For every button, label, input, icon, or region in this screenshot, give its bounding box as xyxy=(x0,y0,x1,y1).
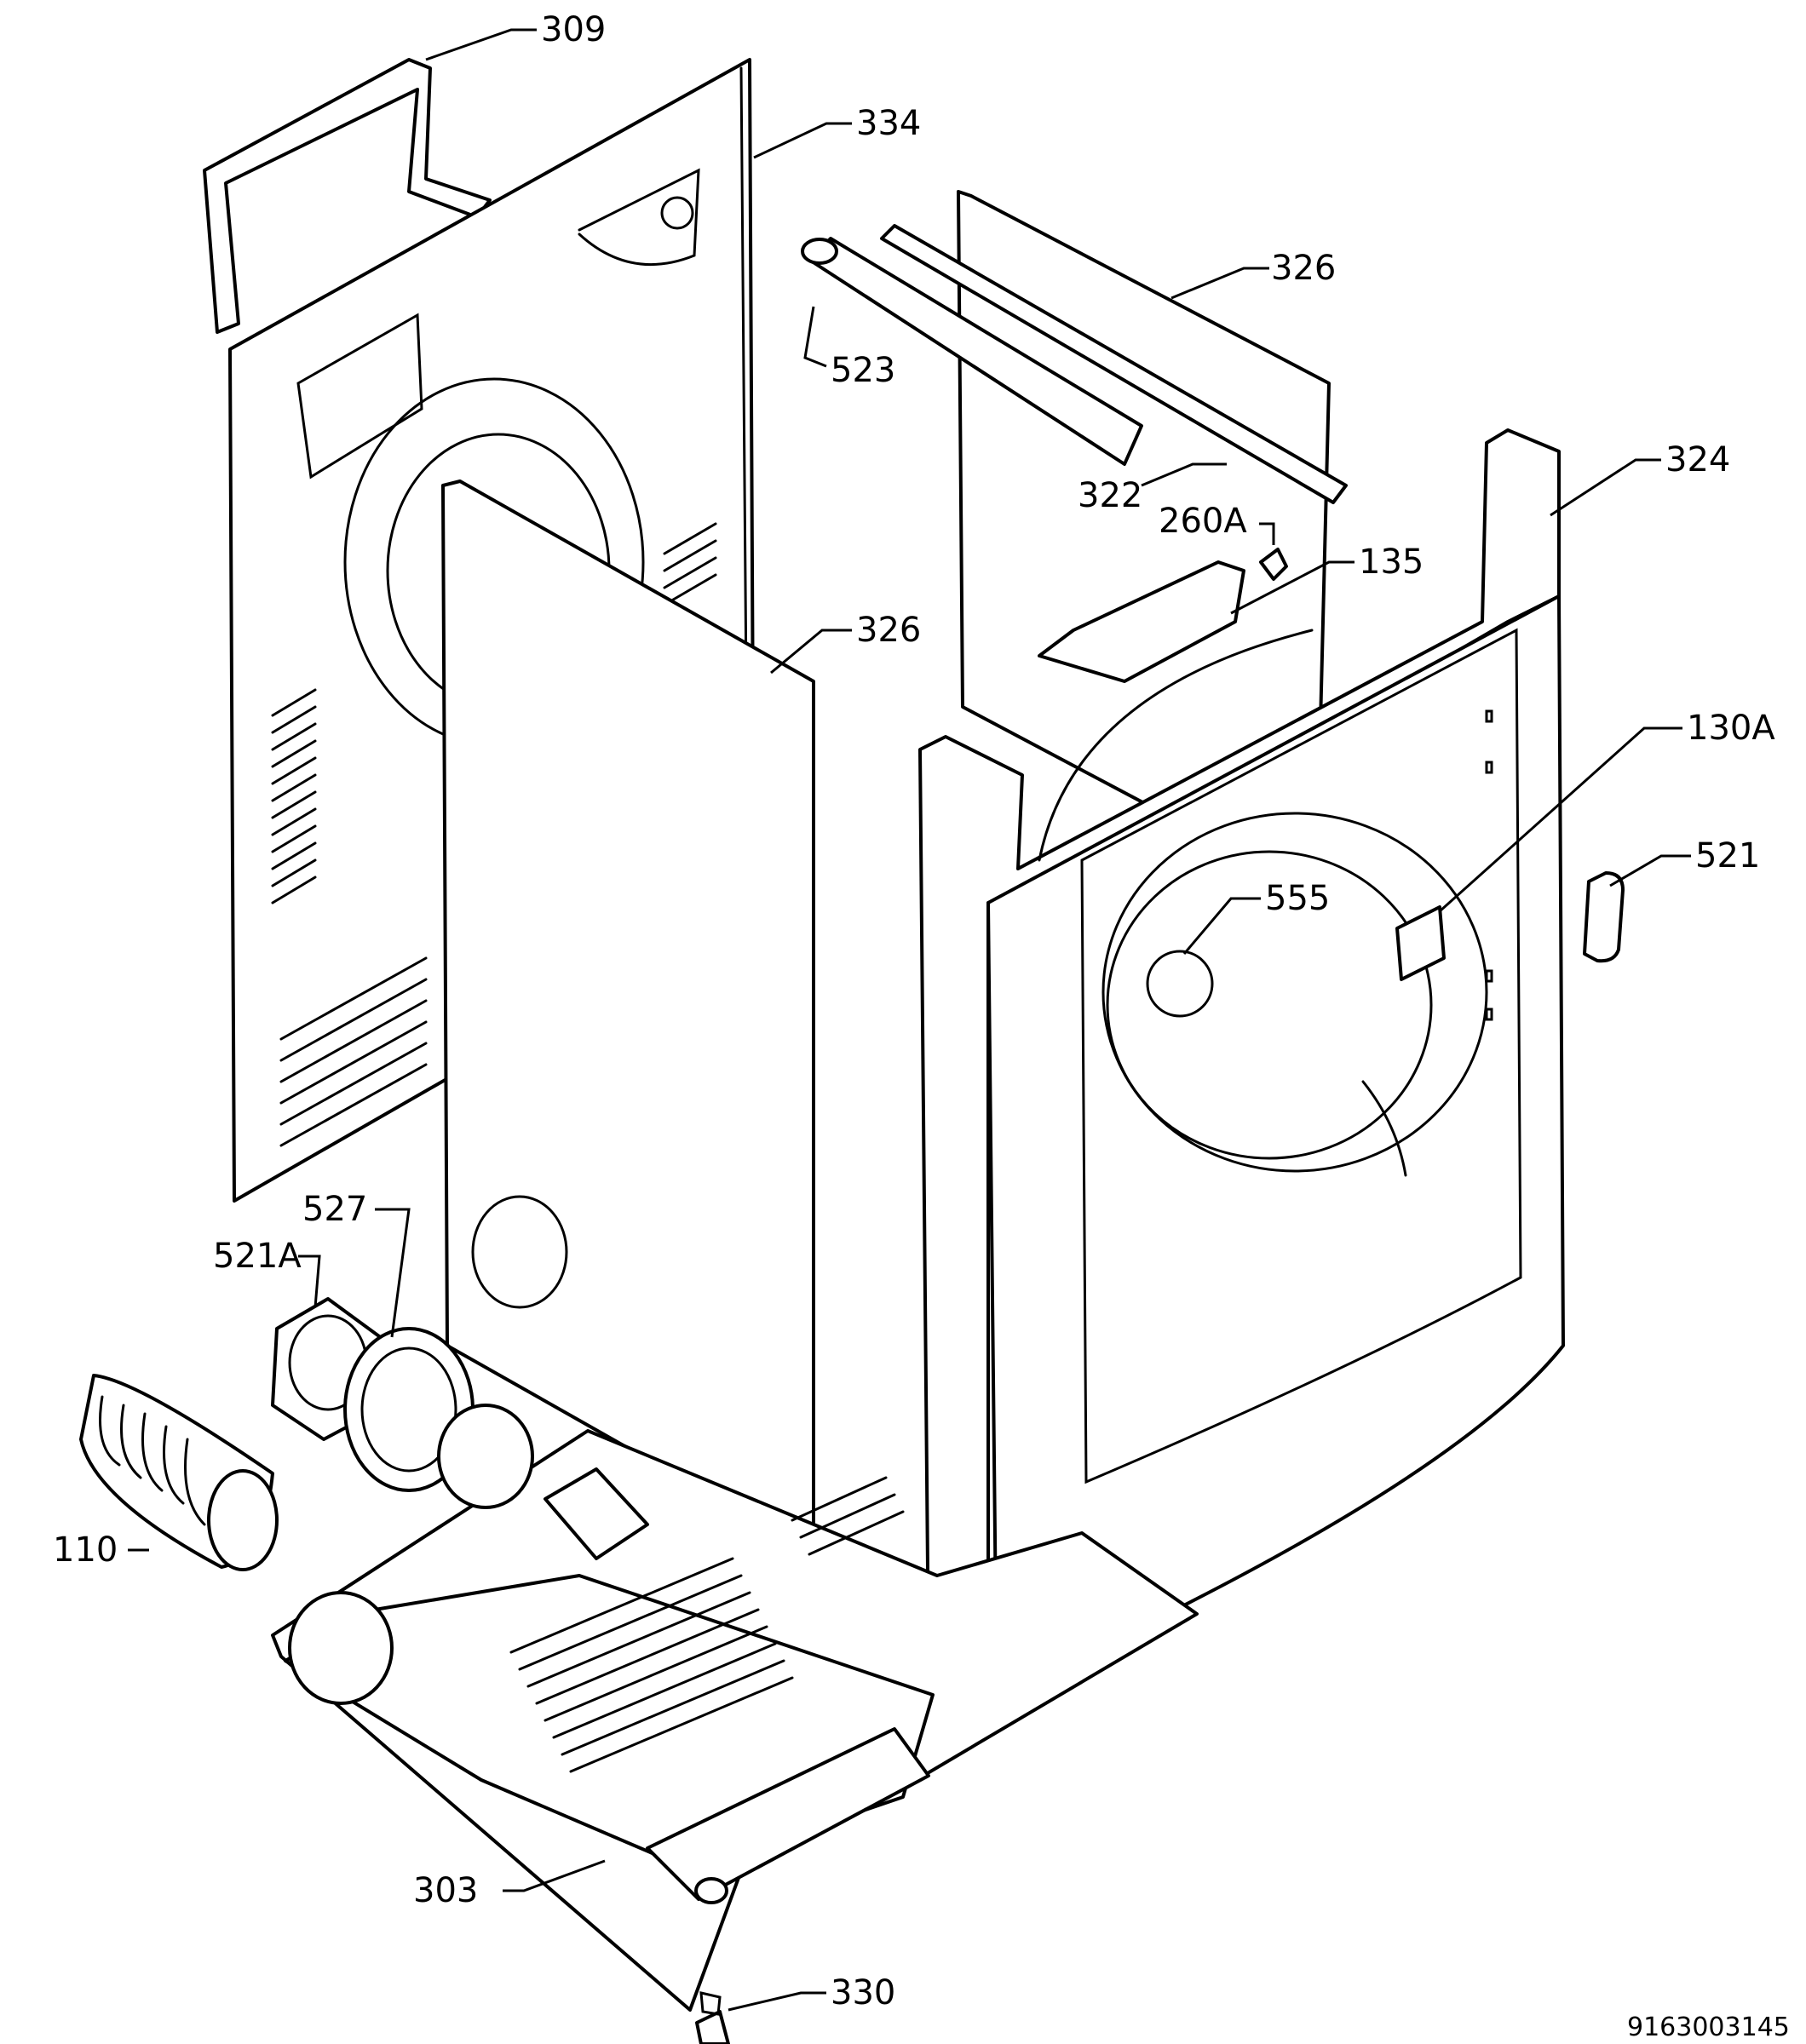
part-rod-523 xyxy=(801,237,1143,466)
part-button-521 xyxy=(1583,871,1625,963)
callout-labels: 309 334 326 523 324 322 260A 135 326 130… xyxy=(53,10,1790,2042)
part-130a xyxy=(1395,905,1446,981)
callout-322: 322 xyxy=(1078,476,1142,515)
callout-334: 334 xyxy=(856,104,921,143)
part-hose xyxy=(79,1374,279,1571)
callout-527: 527 xyxy=(302,1190,367,1229)
callout-110: 110 xyxy=(53,1530,118,1570)
part-foot xyxy=(695,1991,730,2044)
callout-309: 309 xyxy=(541,10,606,49)
part-strip-322 xyxy=(880,224,1348,504)
callout-555: 555 xyxy=(1265,879,1330,918)
part-base xyxy=(271,1429,1199,2012)
callout-523: 523 xyxy=(831,351,895,390)
callout-521a: 521A xyxy=(213,1237,302,1276)
callout-130a: 130A xyxy=(1687,709,1775,748)
part-duct xyxy=(437,1404,649,1560)
part-drum xyxy=(1038,560,1314,862)
callout-326-middle: 326 xyxy=(856,611,921,650)
part-clip-260a xyxy=(1259,548,1288,581)
callout-303: 303 xyxy=(413,1871,478,1910)
callout-324: 324 xyxy=(1665,440,1730,479)
callout-326-top: 326 xyxy=(1271,249,1336,288)
callout-135: 135 xyxy=(1359,543,1424,582)
callout-260a: 260A xyxy=(1159,502,1247,541)
callout-330: 330 xyxy=(831,1973,895,2012)
part-side-panel-front xyxy=(441,479,815,1547)
leader-lines xyxy=(128,28,1691,2012)
part-top-frame xyxy=(203,58,492,334)
callout-521: 521 xyxy=(1695,836,1760,876)
part-side-panel-rear xyxy=(957,190,1331,896)
document-number: 9163003145 xyxy=(1627,2012,1790,2042)
